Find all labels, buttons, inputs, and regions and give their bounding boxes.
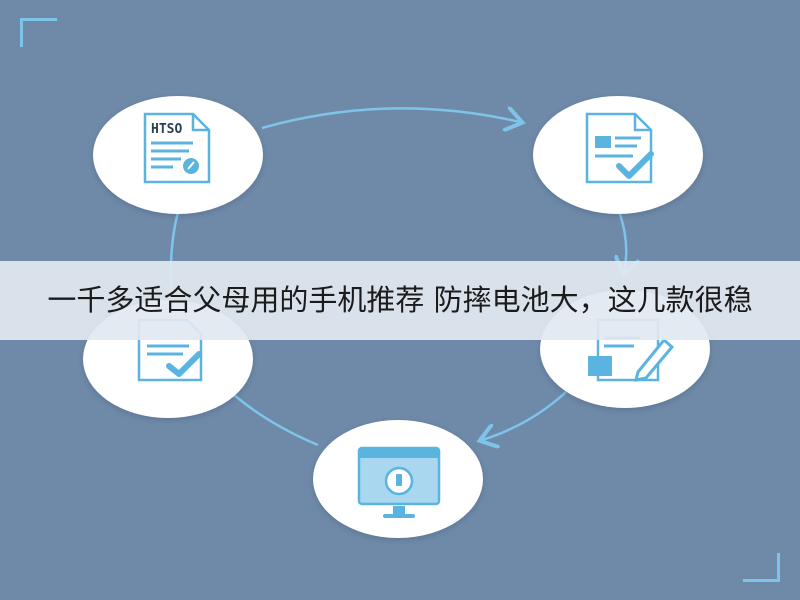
caption-text: 一千多适合父母用的手机推荐 防摔电池大，这几款很稳 (47, 283, 753, 317)
stamp-text: HTSO (151, 122, 182, 137)
arrow-bottom-left (233, 394, 319, 447)
node-stamped-document: HTSO (93, 96, 263, 214)
stamped-document-icon: HTSO (143, 112, 211, 184)
caption-band: 一千多适合父母用的手机推荐 防摔电池大，这几款很稳 (0, 261, 800, 340)
node-monitor-shield (313, 420, 483, 538)
arrow-bottom-right (482, 391, 567, 440)
corner-bracket-bottom-right (743, 553, 780, 582)
monitor-shield-icon (357, 446, 441, 518)
arrow-top (261, 108, 520, 128)
node-document-check (533, 96, 703, 214)
document-check-icon (585, 112, 654, 184)
corner-bracket-top-left (20, 18, 57, 47)
